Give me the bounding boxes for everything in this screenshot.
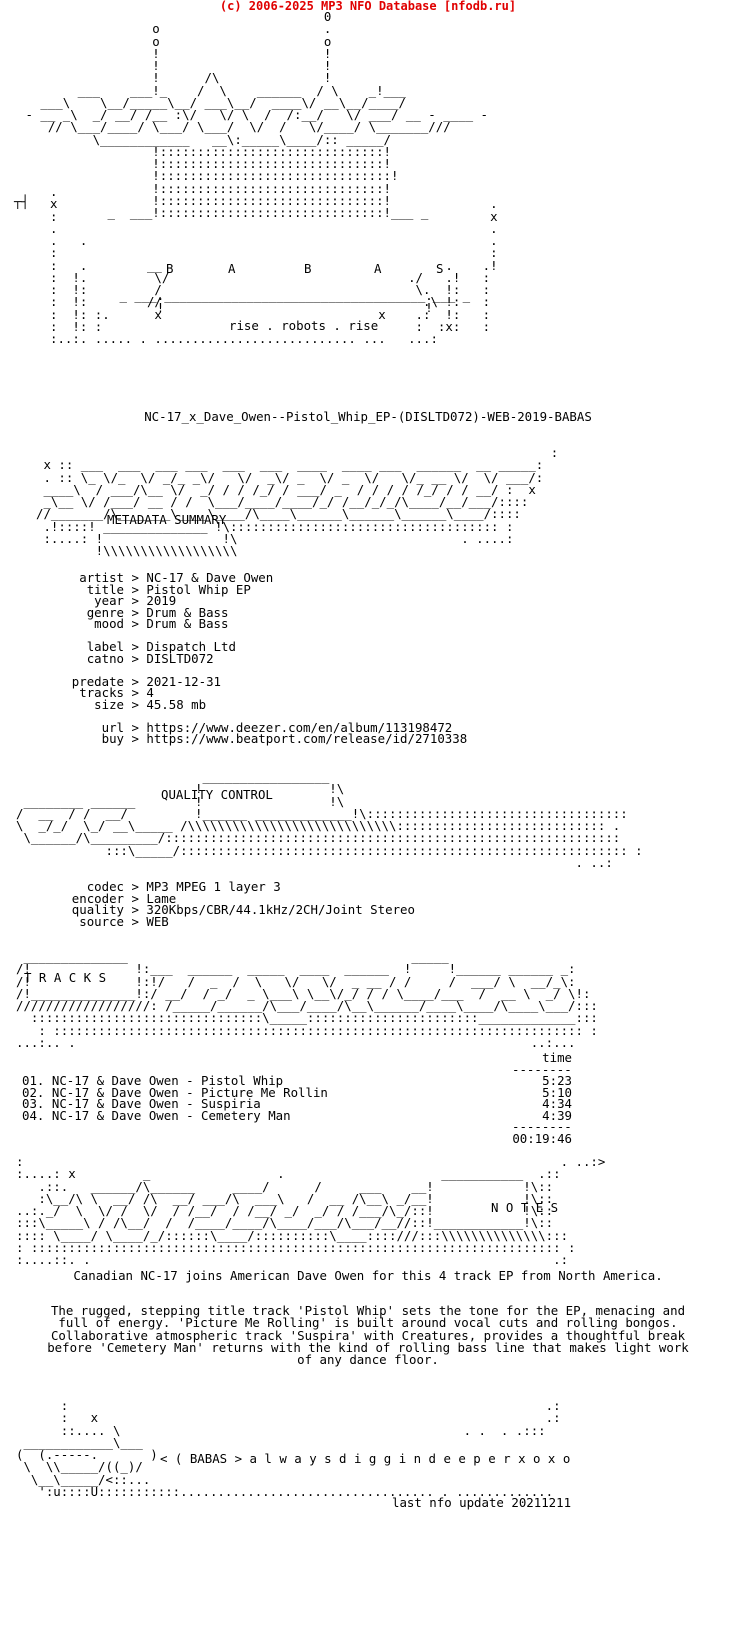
- metadata-title: METADATA SUMMARY: [107, 512, 227, 527]
- quality-row: quality > 320Kbps/CBR/44.1kHz/2CH/Joint …: [71, 902, 415, 917]
- release-name: NC-17_x_Dave_Owen--Pistol_Whip_EP-(DISLT…: [144, 409, 592, 424]
- track-row[interactable]: 03. NC-17 & Dave Owen - Suspiria: [22, 1096, 261, 1111]
- url-link[interactable]: https://www.deezer.com/en/album/11319847…: [146, 719, 453, 735]
- babas-logo-art: 0 o . o o ! ! ! ! ! /: [25, 9, 488, 220]
- metadata-row: catno > DISLTD072: [86, 650, 214, 666]
- left-corner-mark: ┬┤: [14, 194, 29, 209]
- track-time: 5:23: [542, 1073, 572, 1088]
- quality-row: source > WEB: [79, 913, 169, 929]
- track-row[interactable]: 04. NC-17 & Dave Owen - Cemetery Man: [22, 1107, 291, 1123]
- time-rule: --------: [512, 1119, 572, 1134]
- metadata-row: mood > Drum & Bass: [94, 616, 229, 631]
- footer-tag: < ( BABAS > a l w a y s d i g g i n d e …: [160, 1451, 571, 1466]
- metadata-row: title > Pistol Whip EP: [86, 581, 251, 597]
- letter: A: [228, 261, 236, 276]
- footer-art: : .: : x .: ::.... \: [16, 1398, 561, 1499]
- metadata-row: url > https://www.deezer.com/en/album/11…: [101, 719, 453, 735]
- time-rule: --------: [512, 1061, 572, 1077]
- track-time: 4:34: [542, 1096, 572, 1111]
- metadata-row: predate > 2021-12-31: [71, 673, 221, 689]
- letter: B: [166, 261, 174, 276]
- buy-link[interactable]: https://www.beatport.com/release/id/2710…: [146, 731, 468, 746]
- quality-row: codec > MP3 MPEG 1 layer 3: [86, 879, 281, 894]
- last-update: last nfo update 20211211: [392, 1495, 572, 1510]
- track-row[interactable]: 02. NC-17 & Dave Owen - Picture Me Rolli…: [22, 1084, 328, 1100]
- metadata-row: label > Dispatch Ltd: [86, 639, 236, 654]
- metadata-row: artist > NC-17 & Dave Owen: [79, 570, 274, 585]
- copyright-header[interactable]: (c) 2006-2025 MP3 NFO Database [nfodb.ru…: [219, 0, 517, 13]
- track-time: 5:10: [542, 1084, 572, 1100]
- metadata-row: size > 45.58 mb: [94, 696, 207, 712]
- track-time: 4:39: [542, 1107, 572, 1123]
- metadata-row: year > 2019: [94, 593, 177, 608]
- metadata-banner-art: : x :: ___ ___ ___ ___ ___ ___ ____ ____…: [36, 445, 559, 558]
- total-time: 00:19:46: [512, 1130, 572, 1146]
- letter: A: [374, 261, 382, 276]
- letter: S: [436, 261, 444, 276]
- logo-frame-art: . x . : x . . . .: [50, 184, 498, 346]
- quality-row: encoder > Lame: [71, 890, 177, 906]
- time-header: time: [542, 1050, 572, 1065]
- notes-banner-art: : . ..:> :....: x _ . ___________ .:: .:…: [16, 1154, 606, 1267]
- notes-title: N O T E S: [491, 1200, 559, 1215]
- quality-title: QUALITY CONTROL: [161, 787, 273, 802]
- quality-banner-art: _________________ ! !\ ________ ______ !…: [16, 769, 643, 870]
- letter: B: [304, 261, 312, 276]
- notes-paragraph-1: Canadian NC-17 joins American Dave Owen …: [73, 1268, 663, 1283]
- metadata-row: genre > Drum & Bass: [86, 604, 229, 620]
- motto: rise . robots . rise: [229, 318, 379, 333]
- metadata-row: buy > https://www.beatport.com/release/i…: [101, 731, 468, 746]
- notes-paragraph-2: The rugged, stepping title track 'Pistol…: [47, 1303, 697, 1367]
- tracks-banner-art: ______________ _____ /! !:___ ______ ___…: [16, 949, 598, 1050]
- metadata-row: tracks > 4: [79, 685, 154, 700]
- track-row[interactable]: 01. NC-17 & Dave Owen - Pistol Whip: [22, 1073, 284, 1088]
- tracks-title: T R A C K S: [24, 970, 107, 985]
- logo-bar-art: _ ___.__________________________________…: [119, 288, 471, 316]
